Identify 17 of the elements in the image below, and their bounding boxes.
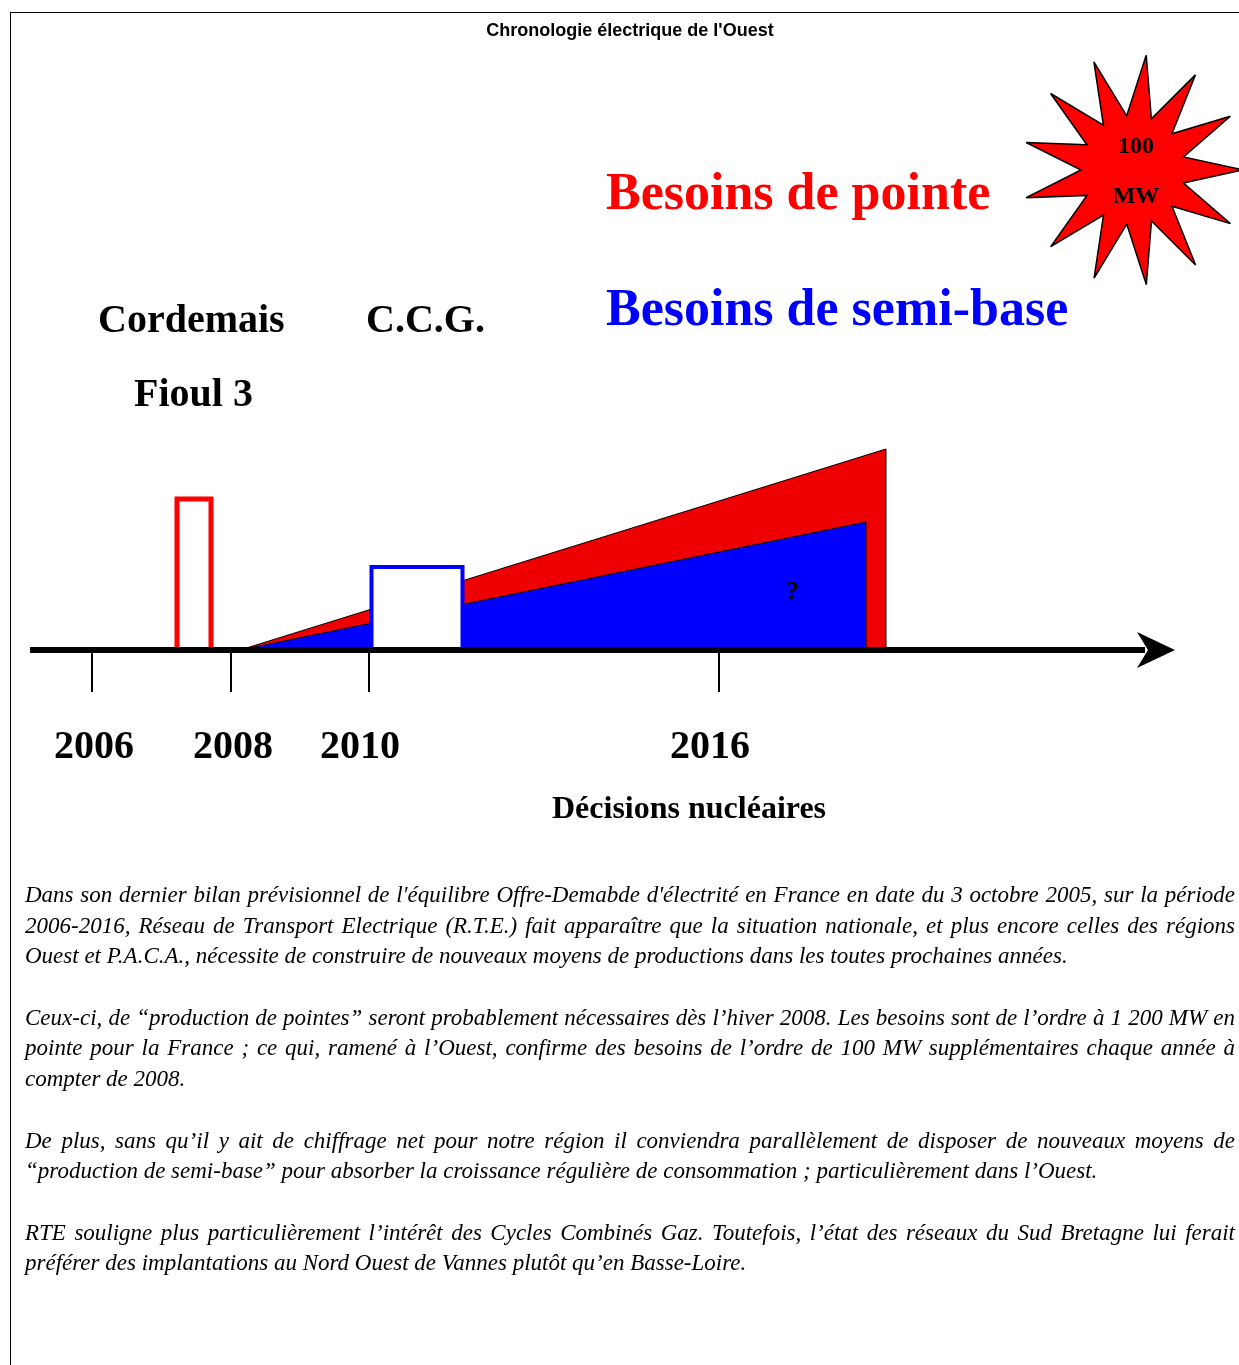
chart-label: Cordemais [98, 296, 285, 342]
year-label: 2016 [670, 722, 750, 768]
paragraph: De plus, sans qu’il y ait de chiffrage net pour notre région il conviendra parallèlement de disposer de nouveaux moyens de “production de semi-base” pour absorber la croissance régulière de consommation ; particulièrement dans l’Ouest. [25, 1126, 1235, 1186]
year-label: 2010 [320, 722, 400, 768]
year-label: 2006 [54, 722, 134, 768]
chart-label: Besoins de pointe [606, 162, 991, 222]
chart-label: Décisions nucléaires [552, 789, 827, 826]
starburst-label: 100 MW [1111, 131, 1161, 210]
year-label: 2008 [193, 722, 273, 768]
diagram-title: Chronologie électrique de l'Ouest [485, 20, 775, 41]
paragraph: Ceux-ci, de “production de pointes” seront probablement nécessaires dès l’hiver 2008. Les besoins sont de l’ordre à 1 200 MW en pointe pour la France ; ce qui, ramené à l’Ouest, confirme des besoins de l’ordre de 100 MW supplémentaires chaque année à compter de 2008. [25, 1003, 1235, 1093]
chart-label: Fioul 3 [134, 370, 253, 416]
chart-label: ? [786, 576, 799, 606]
paragraph: RTE souligne plus particulièrement l’intérêt des Cycles Combinés Gaz. Toutefois, l’état des réseaux du Sud Bretagne lui ferait préférer des implantations au Nord Ouest de Vannes plutôt qu’en Basse-Loire. [25, 1218, 1235, 1278]
chart-label: Besoins de semi-base [606, 278, 1069, 338]
chart-label: C.C.G. [366, 296, 485, 342]
paragraph: Dans son dernier bilan prévisionnel de l'équilibre Offre-Demabde d'électrité en France en date du 3 octobre 2005, sur la période 2006-2016, Réseau de Transport Electrique (R.T.E.) fait apparaître que la situation nationale, et plus encore celles des régions Ouest et P.A.C.A., nécessite de construire de nouveaux moyens de productions dans les toutes prochaines années. [25, 881, 1235, 971]
